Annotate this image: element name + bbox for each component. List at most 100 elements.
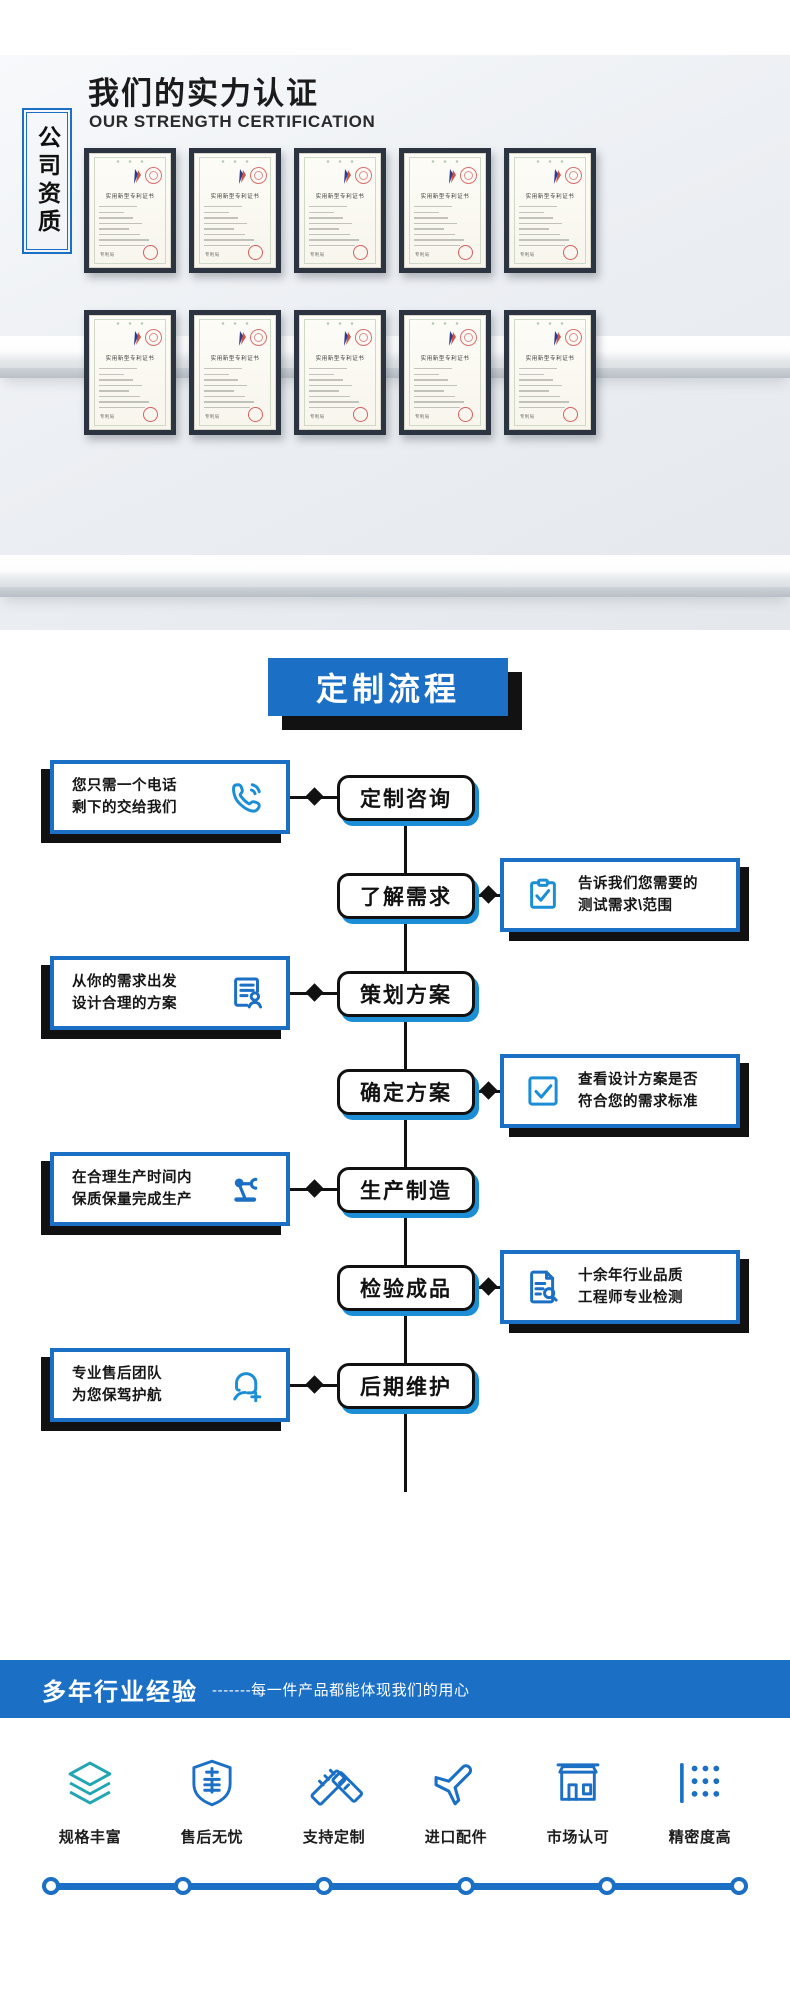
red-seal-icon <box>460 329 477 346</box>
card-shadow <box>41 769 281 843</box>
experience-headline: 多年行业经验 <box>42 1678 198 1706</box>
connector-diamond-icon <box>304 787 324 806</box>
flow-card-text: 十余年行业品质工程师专业检测 <box>578 1267 683 1306</box>
ornament-icon <box>530 321 570 326</box>
flow-card-text: 在合理生产时间内保质保量完成生产 <box>72 1169 192 1208</box>
red-seal-icon <box>355 167 372 184</box>
certificate-stamp-icon <box>563 407 578 422</box>
card-shadow <box>41 965 281 1039</box>
certificate-text-lines <box>204 206 266 251</box>
certificate-stamp-icon <box>458 245 473 260</box>
company-logo-icon <box>344 331 351 346</box>
certificate-frame: 实用新型专利证书 专利局 <box>504 148 596 273</box>
feature-label: 市场认可 <box>546 1829 610 1846</box>
clipboard-check-icon <box>522 874 564 916</box>
rail-dot-4 <box>456 1877 475 1895</box>
certificate-footer: 专利局 <box>415 414 430 419</box>
connector-diamond-icon <box>478 1081 498 1100</box>
feature-item-5: 市场认可 <box>530 1752 626 1847</box>
ornament-icon <box>110 321 150 326</box>
certificate-text-lines <box>204 368 266 413</box>
certificate-stamp-icon <box>563 245 578 260</box>
rail-dot-6 <box>730 1877 748 1895</box>
flow-card-1[interactable]: 您只需一个电话剩下的交给我们 <box>50 760 290 834</box>
certificate-frame: 实用新型专利证书 专利局 <box>504 310 596 435</box>
rail-dot-1 <box>42 1877 60 1895</box>
flow-title: 定制流程 <box>268 658 508 716</box>
flow-node-7[interactable]: 后期维护 <box>337 1363 475 1409</box>
certificate-title: 实用新型专利证书 <box>525 194 575 200</box>
flow-card-text: 告诉我们您需要的测试需求\范围 <box>578 875 698 914</box>
red-seal-icon <box>250 329 267 346</box>
company-logo-icon <box>134 169 141 184</box>
certificate-text-lines <box>99 368 161 413</box>
certificate-footer: 专利局 <box>415 252 430 257</box>
flow-node-6[interactable]: 检验成品 <box>337 1265 475 1311</box>
flow-card-7[interactable]: 专业售后团队为您保驾护航 <box>50 1348 290 1422</box>
red-seal-icon <box>145 329 162 346</box>
rail-dot-5 <box>597 1877 616 1895</box>
feature-label: 精密度高 <box>668 1829 732 1846</box>
ornament-icon <box>530 159 570 164</box>
certificate-paper: 实用新型专利证书 专利局 <box>404 153 486 268</box>
company-logo-icon <box>344 169 351 184</box>
ornament-icon <box>425 321 465 326</box>
flow-card-2[interactable]: 告诉我们您需要的测试需求\范围 <box>500 858 740 932</box>
shield-after-sales-icon <box>181 1752 243 1814</box>
flow-node-1[interactable]: 定制咨询 <box>337 775 475 821</box>
card-shadow <box>41 1161 281 1235</box>
connector-diamond-icon <box>304 1375 324 1394</box>
phone-ring-icon <box>226 776 268 818</box>
connector-diamond-icon <box>304 983 324 1002</box>
experience-subtext: -------每一件产品都能体现我们的用心 <box>212 1681 470 1699</box>
certificate-frame: 实用新型专利证书 专利局 <box>189 310 281 435</box>
certificate-footer: 专利局 <box>100 414 115 419</box>
certificate-title: 实用新型专利证书 <box>315 356 365 362</box>
certificate-title: 实用新型专利证书 <box>210 194 260 200</box>
red-seal-icon <box>145 167 162 184</box>
rail-dot-2 <box>174 1877 193 1895</box>
flow-node-3[interactable]: 策划方案 <box>337 971 475 1017</box>
certificate-paper: 实用新型专利证书 专利局 <box>509 315 591 430</box>
certificate-paper: 实用新型专利证书 专利局 <box>194 315 276 430</box>
connector-diamond-icon <box>304 1179 324 1198</box>
flow-node-4[interactable]: 确定方案 <box>337 1069 475 1115</box>
certificate-paper: 实用新型专利证书 专利局 <box>89 315 171 430</box>
feature-item-2: 售后无忧 <box>164 1752 260 1847</box>
vertical-side-label-text: 公司资质 <box>34 125 61 237</box>
company-logo-icon <box>239 169 246 184</box>
flow-title-block: 定制流程 <box>268 658 522 730</box>
certificate-stamp-icon <box>143 407 158 422</box>
connector-diamond-icon <box>478 885 498 904</box>
certificate-frame: 实用新型专利证书 专利局 <box>84 148 176 273</box>
feature-label: 售后无忧 <box>180 1829 244 1846</box>
flow-card-3[interactable]: 从你的需求出发设计合理的方案 <box>50 956 290 1030</box>
certificate-frame: 实用新型专利证书 专利局 <box>399 148 491 273</box>
company-logo-icon <box>554 331 561 346</box>
certificate-paper: 实用新型专利证书 专利局 <box>89 153 171 268</box>
certificate-footer: 专利局 <box>520 252 535 257</box>
flow-node-5[interactable]: 生产制造 <box>337 1167 475 1213</box>
certificate-stamp-icon <box>248 407 263 422</box>
flow-card-4[interactable]: 查看设计方案是否符合您的需求标准 <box>500 1054 740 1128</box>
certificate-title: 实用新型专利证书 <box>105 356 155 362</box>
flow-node-2[interactable]: 了解需求 <box>337 873 475 919</box>
flow-card-5[interactable]: 在合理生产时间内保质保量完成生产 <box>50 1152 290 1226</box>
certificate-text-lines <box>519 206 581 251</box>
red-seal-icon <box>565 167 582 184</box>
headset-add-icon <box>226 1364 268 1406</box>
flow-card-text: 您只需一个电话剩下的交给我们 <box>72 777 177 816</box>
rail-dot-3 <box>315 1877 334 1895</box>
feature-item-4: 进口配件 <box>408 1752 504 1847</box>
flow-card-text: 查看设计方案是否符合您的需求标准 <box>578 1071 698 1110</box>
certification-section: 我们的实力认证 OUR STRENGTH CERTIFICATION 公司资质 … <box>0 0 790 630</box>
custom-flow-section: 定制流程 您只需一个电话剩下的交给我们 定制咨询 告诉我们您需要的测试需求\范围… <box>0 630 790 1660</box>
feature-item-3: 支持定制 <box>286 1752 382 1847</box>
company-logo-icon <box>449 331 456 346</box>
certificate-frame: 实用新型专利证书 专利局 <box>189 148 281 273</box>
airplane-icon <box>425 1752 487 1814</box>
flow-card-6[interactable]: 十余年行业品质工程师专业检测 <box>500 1250 740 1324</box>
vertical-side-label-inner: 公司资质 <box>26 112 68 250</box>
rail-bar <box>42 1883 748 1890</box>
certificate-paper: 实用新型专利证书 专利局 <box>299 153 381 268</box>
